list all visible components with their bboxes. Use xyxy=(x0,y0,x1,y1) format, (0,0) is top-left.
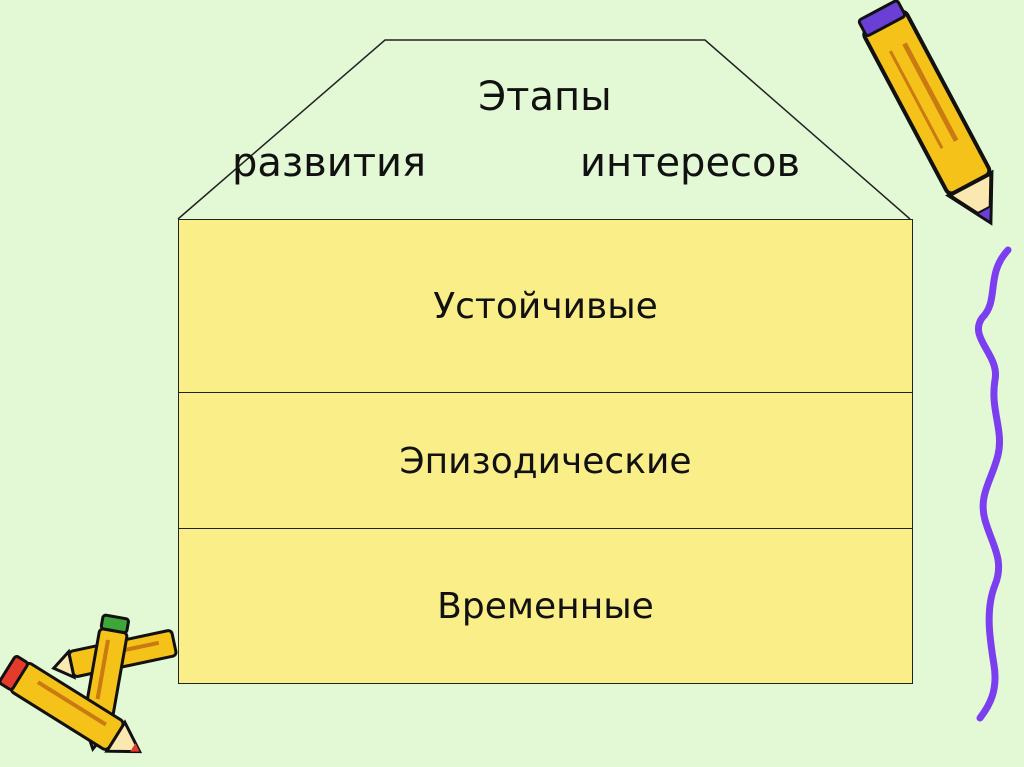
diagram-title-line1: Этапы xyxy=(478,74,612,120)
diagram-title-word-interests: интересов xyxy=(580,140,801,186)
level-box-temporary: Временные xyxy=(178,528,913,684)
level-label-temporary: Временные xyxy=(437,585,654,627)
level-box-episodic: Эпизодические xyxy=(178,392,913,530)
level-label-stable: Устойчивые xyxy=(433,286,658,327)
level-label-episodic: Эпизодические xyxy=(399,440,692,482)
diagram-title-word-development: развития xyxy=(232,140,427,186)
